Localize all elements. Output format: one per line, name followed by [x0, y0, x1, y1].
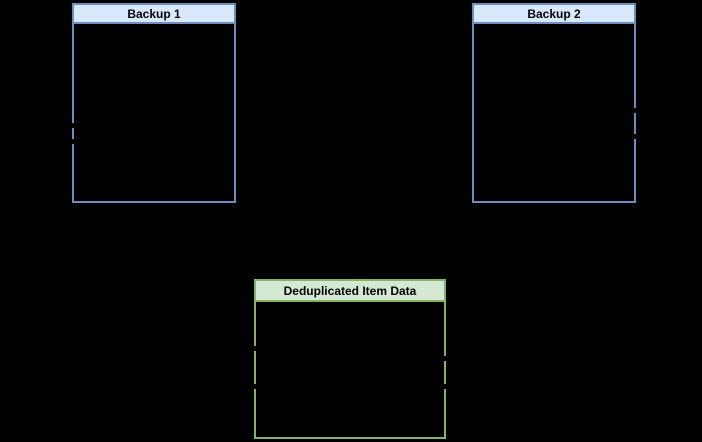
connector-gap [71, 139, 75, 144]
node-title-backup-2: Backup 2 [527, 6, 581, 21]
node-header-backup-2: Backup 2 [474, 5, 634, 24]
node-body-deduplicated-item-data [256, 302, 444, 437]
node-body-backup-1 [74, 24, 234, 201]
diagram-node-backup-1: Backup 1 [72, 3, 236, 203]
connector-gap [443, 356, 447, 361]
node-body-backup-2 [474, 24, 634, 201]
connector-gap [71, 123, 75, 128]
node-title-backup-1: Backup 1 [127, 6, 181, 21]
node-header-backup-1: Backup 1 [74, 5, 234, 24]
diagram-node-deduplicated-item-data: Deduplicated Item Data [254, 279, 446, 439]
connector-gap [633, 108, 637, 113]
connector-gap [253, 384, 257, 389]
connector-gap [253, 346, 257, 351]
node-header-deduplicated-item-data: Deduplicated Item Data [256, 281, 444, 302]
connector-gap [443, 384, 447, 389]
connector-gap [633, 134, 637, 139]
node-title-deduplicated-item-data: Deduplicated Item Data [283, 283, 417, 298]
diagram-node-backup-2: Backup 2 [472, 3, 636, 203]
